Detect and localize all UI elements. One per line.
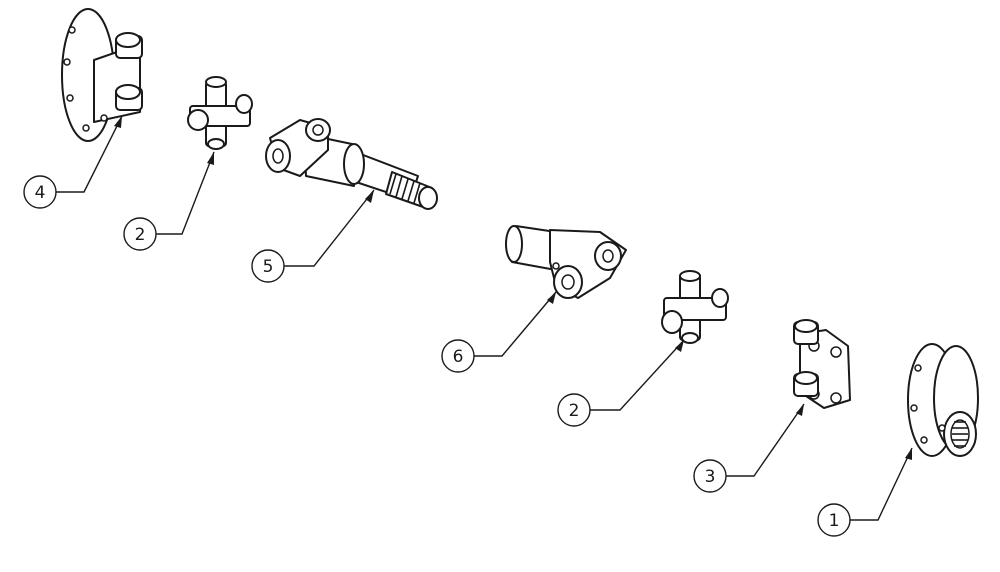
spline-section (385, 171, 438, 210)
callout-label: 6 (453, 347, 464, 367)
part-4-flange-yoke (61, 8, 143, 142)
callout-4: 4 (23, 175, 57, 209)
callout-2-second: 2 (557, 393, 591, 427)
callout-label: 2 (135, 225, 146, 245)
part-5-slip-yoke-shaft (265, 118, 438, 210)
part-6-tube-yoke (505, 225, 627, 299)
callout-label: 1 (829, 511, 840, 531)
callout-2-first: 2 (123, 217, 157, 251)
callout-1: 1 (817, 503, 851, 537)
part-1-companion-flange (907, 343, 979, 457)
part-2-ujoint-cross-b (661, 270, 729, 344)
callout-label: 2 (569, 401, 580, 421)
callout-3: 3 (693, 459, 727, 493)
callout-label: 3 (705, 467, 716, 487)
callout-label: 5 (263, 257, 274, 277)
callout-label: 4 (35, 183, 46, 203)
part-2-ujoint-cross-a (187, 76, 253, 150)
callout-5: 5 (251, 249, 285, 283)
part-3-flange-plate (793, 319, 851, 409)
leader-lines (56, 115, 913, 521)
callout-6: 6 (441, 339, 475, 373)
